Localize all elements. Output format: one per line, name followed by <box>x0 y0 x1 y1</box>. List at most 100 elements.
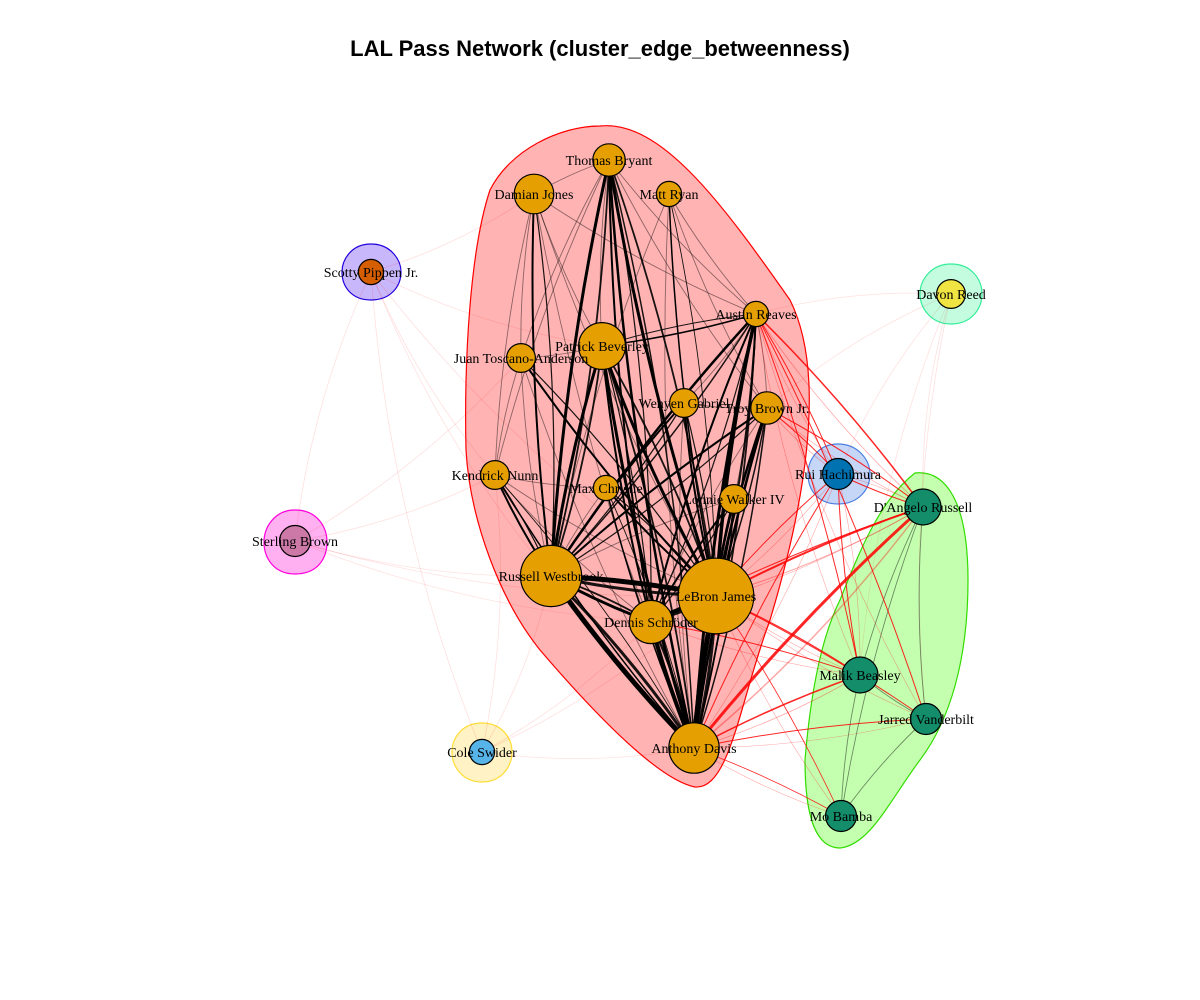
faint-edge-sterling-brown-juan-toscano-anderson <box>294 357 522 542</box>
inter-edge-return-rui-hachimura-malik-beasley <box>837 473 861 676</box>
node-label-jarred-vanderbilt: Jarred Vanderbilt <box>878 713 974 728</box>
heavy-edge-return-troy-brown-jr-russell-westbrook <box>550 407 768 577</box>
inter-edge-malik-beasley-dennis-schroder <box>650 621 861 676</box>
chart-title: LAL Pass Network (cluster_edge_betweenne… <box>350 36 850 61</box>
edge-thomas-bryant-juan-toscano-anderson <box>520 159 610 359</box>
inter-edge-return-malik-beasley-austin-reaves <box>755 313 861 676</box>
node-label-dangelo-russell: D'Angelo Russell <box>874 501 973 516</box>
node-label-rui-hachimura: Rui Hachimura <box>795 468 882 483</box>
faint-edge-scotty-pippen-jr-lebron-james <box>370 271 717 597</box>
heavy-edge-return-matt-ryan-lebron-james <box>668 193 717 597</box>
faint-edge-sterling-brown-kendrick-nunn <box>294 474 496 542</box>
node-label-scotty-pippen-jr: Scotty Pippen Jr. <box>324 266 419 281</box>
edge-thomas-bryant-kendrick-nunn <box>494 159 610 476</box>
node-label-max-christie: Max Christie <box>569 482 643 497</box>
inter-edge-rui-hachimura-austin-reaves <box>755 313 839 475</box>
node-austin-reaves <box>742 300 770 328</box>
node-label-austin-reaves: Austin Reaves <box>715 308 796 323</box>
node-russell-westbrook <box>519 544 583 608</box>
heavy-edge-thomas-bryant-dennis-schroder <box>608 159 652 623</box>
edge-wenyen-gabriel-anthony-davis <box>679 402 695 749</box>
heavy-edge-return-austin-reaves-russell-westbrook <box>550 313 757 577</box>
node-label-wenyen-gabriel: Wenyen Gabriel <box>639 397 730 412</box>
faint-edge-scotty-pippen-jr-damian-jones <box>370 193 535 273</box>
node-kendrick-nunn <box>480 460 511 491</box>
node-mo-bamba <box>824 799 858 833</box>
faint-edge-scotty-pippen-jr-russell-westbrook <box>370 271 552 577</box>
node-label-sterling-brown: Sterling Brown <box>252 535 338 550</box>
heavy-edge-return-thomas-bryant-dennis-schroder <box>608 159 652 623</box>
node-label-cole-swider: Cole Swider <box>447 746 517 761</box>
node-label-russell-westbrook: Russell Westbrook <box>499 570 604 585</box>
cluster-hull-green <box>804 472 969 849</box>
node-dangelo-russell <box>904 488 942 526</box>
faint-edge-davon-reed-dangelo-russell <box>922 293 952 508</box>
heavy-edge-return-juan-toscano-anderson-lebron-james <box>520 357 717 597</box>
node-lonnie-walker-iv <box>718 484 749 515</box>
faint-edge-scotty-pippen-jr-patrick-beverley <box>370 271 603 347</box>
node-davon-reed <box>935 279 966 310</box>
edge-juan-toscano-anderson-anthony-davis <box>520 357 695 749</box>
player-nodes <box>278 143 966 833</box>
inter-edge-malik-beasley-austin-reaves <box>755 313 861 676</box>
node-jarred-vanderbilt <box>909 702 943 736</box>
node-label-anthony-davis: Anthony Davis <box>651 742 736 757</box>
node-dennis-schroder <box>628 599 674 645</box>
faint-edge-cole-swider-anthony-davis <box>481 747 695 759</box>
node-label-davon-reed: Davon Reed <box>916 288 986 303</box>
node-label-patrick-beverley: Patrick Beverley <box>555 340 649 355</box>
faint-edge-cole-swider-kendrick-nunn <box>481 474 501 753</box>
inter-edge-return-dangelo-russell-anthony-davis <box>693 506 924 749</box>
inter-edge-return-dangelo-russell-austin-reaves <box>755 313 924 508</box>
node-rui-hachimura <box>821 457 855 491</box>
faint-edge-davon-reed-austin-reaves <box>755 292 952 315</box>
inter-edge-dangelo-russell-troy-brown-jr <box>766 407 924 508</box>
inter-edge-return-rui-hachimura-austin-reaves <box>755 313 839 475</box>
faint-edge-sterling-brown-dennis-schroder <box>294 540 652 623</box>
inter-edge-return-jarred-vanderbilt-austin-reaves <box>755 313 927 720</box>
node-label-damian-jones: Damian Jones <box>495 188 574 203</box>
edge-dangelo-russell-malik-beasley <box>859 506 924 676</box>
heavy-edge-patrick-beverley-dennis-schroder <box>601 345 652 623</box>
edge-dangelo-russell-mo-bamba <box>840 506 924 817</box>
node-sterling-brown <box>278 524 312 558</box>
node-label-mo-bamba: Mo Bamba <box>810 810 873 825</box>
heavy-edge-troy-brown-jr-russell-westbrook <box>550 407 768 577</box>
faint-edge-sterling-brown-russell-westbrook <box>294 540 552 577</box>
inter-edge-jarred-vanderbilt-anthony-davis <box>693 718 927 749</box>
node-label-dennis-schroder: Dennis Schröder <box>604 616 698 631</box>
node-troy-brown-jr <box>750 391 784 425</box>
heavy-edge-kendrick-nunn-anthony-davis <box>494 474 695 749</box>
faint-edge-scotty-pippen-jr-kendrick-nunn <box>370 271 496 476</box>
node-label-matt-ryan: Matt Ryan <box>640 188 699 203</box>
heavy-edge-austin-reaves-dennis-schroder <box>650 313 757 623</box>
edge-matt-ryan-austin-reaves <box>668 193 757 315</box>
node-matt-ryan <box>655 180 683 208</box>
node-label-lonnie-walker-iv: Lonnie Walker IV <box>683 493 784 508</box>
node-cole-swider <box>468 738 496 766</box>
heavy-edge-return-thomas-bryant-russell-westbrook <box>550 159 610 577</box>
node-wenyen-gabriel <box>668 388 699 419</box>
inter-edge-dangelo-russell-austin-reaves <box>755 313 924 508</box>
node-label-troy-brown-jr: Troy Brown Jr. <box>725 402 810 417</box>
node-label-kendrick-nunn: Kendrick Nunn <box>452 469 539 484</box>
inter-edge-rui-hachimura-malik-beasley <box>837 473 861 676</box>
node-scotty-pippen-jr <box>357 258 385 286</box>
edge-dangelo-russell-jarred-vanderbilt <box>918 506 927 720</box>
node-anthony-davis <box>668 722 720 774</box>
node-label-malik-beasley: Malik Beasley <box>819 669 900 684</box>
faint-edge-davon-reed-troy-brown-jr <box>766 293 952 409</box>
heavy-edge-return-damian-jones-russell-westbrook <box>533 193 555 577</box>
node-malik-beasley <box>841 656 879 694</box>
faint-edge-davon-reed-rui-hachimura <box>837 293 952 475</box>
node-juan-toscano-anderson <box>506 343 537 374</box>
inter-edge-return-jarred-vanderbilt-anthony-davis <box>693 718 927 749</box>
inter-edge-return-rui-hachimura-anthony-davis <box>693 473 839 749</box>
heavy-edge-return-kendrick-nunn-anthony-davis <box>494 474 695 749</box>
node-thomas-bryant <box>592 143 626 177</box>
faint-edge-scotty-pippen-jr-sterling-brown <box>294 271 372 542</box>
faint-edge-davon-reed-malik-beasley <box>859 293 952 676</box>
node-max-christie <box>592 474 620 502</box>
